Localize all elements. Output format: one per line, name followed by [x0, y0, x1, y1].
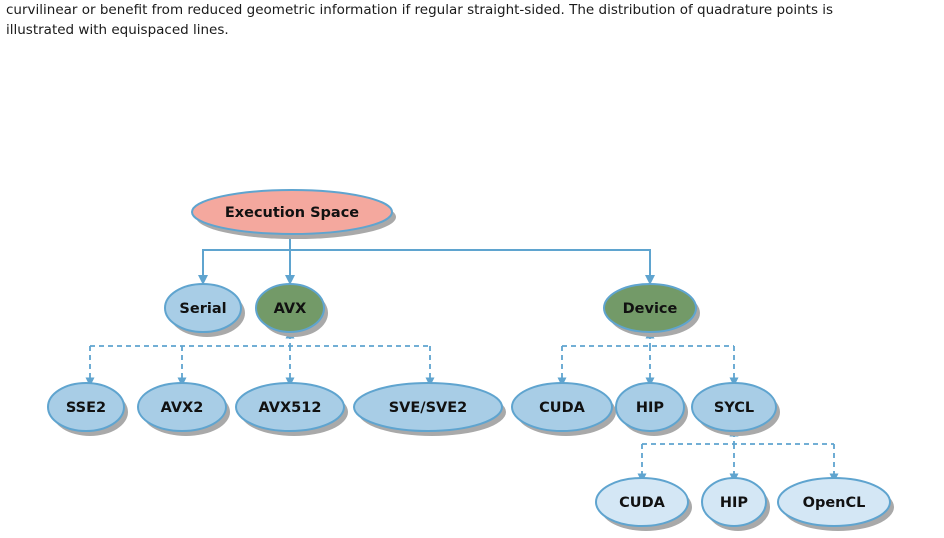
node-avx: AVX [255, 283, 328, 337]
dashed-connectors-sycl [637, 427, 839, 483]
node-avx512: AVX512 [235, 382, 348, 436]
node-device: Device [603, 283, 700, 337]
node-sycl-hip: HIP [701, 477, 770, 531]
dashed-connectors-avx [85, 329, 435, 387]
node-execution-space-label: Execution Space [225, 205, 359, 221]
node-cuda-label: CUDA [539, 400, 585, 416]
node-serial: Serial [164, 283, 245, 337]
node-avx-label: AVX [274, 301, 307, 317]
node-hip: HIP [615, 382, 688, 436]
node-opencl-label: OpenCL [803, 495, 866, 511]
dashed-connectors-device [557, 329, 739, 387]
caption-line-1: curvilinear or benefit from reduced geom… [6, 2, 834, 18]
node-sycl-label: SYCL [714, 400, 754, 416]
node-opencl: OpenCL [777, 477, 894, 531]
node-sve-label: SVE/SVE2 [389, 400, 468, 416]
node-cuda: CUDA [511, 382, 616, 436]
node-execution-space: Execution Space [191, 189, 396, 239]
node-device-label: Device [623, 301, 678, 317]
node-sycl-cuda-label: CUDA [619, 495, 665, 511]
node-sse2-label: SSE2 [66, 400, 106, 416]
connector-root-serial [198, 237, 291, 285]
node-sycl-cuda: CUDA [595, 477, 692, 531]
node-sycl: SYCL [691, 382, 780, 436]
node-serial-label: Serial [179, 301, 226, 317]
solid-connectors [198, 237, 655, 285]
caption-line-2: illustrated with equispaced lines. [6, 22, 229, 38]
node-avx2: AVX2 [137, 382, 230, 436]
node-sve: SVE/SVE2 [353, 382, 506, 436]
node-sycl-hip-label: HIP [720, 495, 749, 511]
node-sse2: SSE2 [47, 382, 128, 436]
node-hip-label: HIP [636, 400, 665, 416]
node-avx512-label: AVX512 [259, 400, 322, 416]
node-avx2-label: AVX2 [161, 400, 204, 416]
figure-caption: curvilinear or benefit from reduced geom… [6, 0, 942, 40]
connector-root-device [290, 249, 655, 285]
